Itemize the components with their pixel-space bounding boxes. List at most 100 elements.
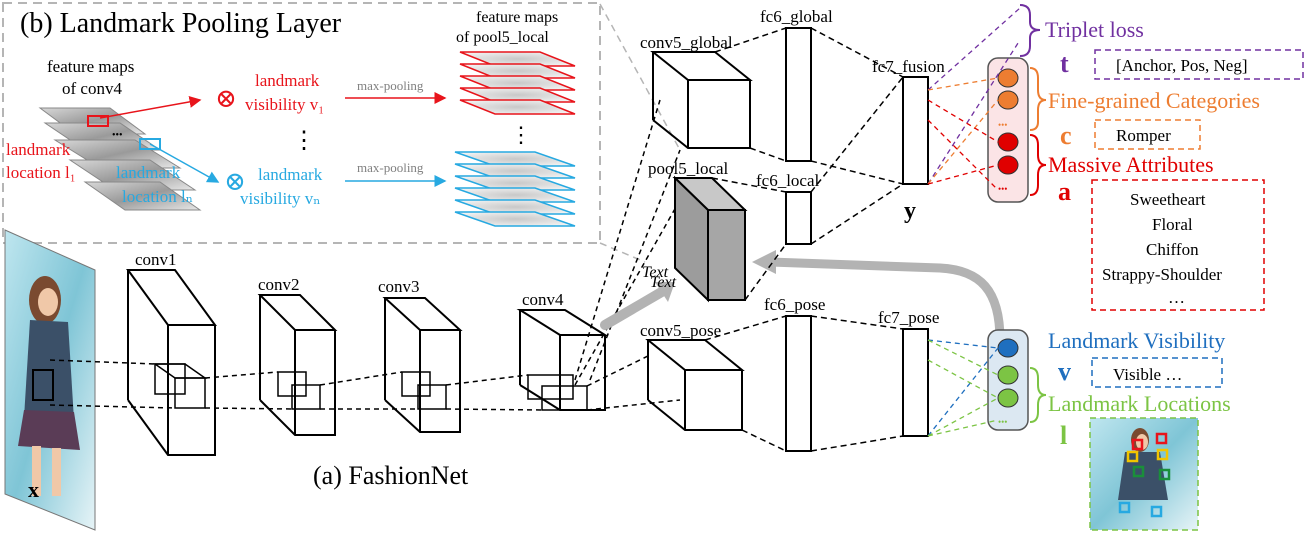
conv1-block: [126, 269, 217, 456]
triplet-loss-label: Triplet loss: [1045, 17, 1144, 42]
pooling-panel-border: [2, 2, 601, 244]
fc6-global-label: fc6_global: [760, 7, 833, 26]
input-label-x: x: [28, 477, 39, 502]
conv3-label: conv3: [378, 277, 420, 296]
attribute-item-3: Chiffon: [1146, 240, 1199, 259]
conv3-block: [382, 297, 463, 433]
conv2-label: conv2: [258, 275, 300, 294]
landmark-pooling-panel: (b) Landmark Pooling Layer feature maps …: [2, 2, 601, 244]
location-node-2: [997, 388, 1019, 408]
conv2-block: [257, 294, 338, 436]
attribute-item-2: Floral: [1152, 215, 1193, 234]
conv5-global-block: [650, 51, 753, 149]
locations-label: Landmark Locations: [1048, 391, 1231, 416]
categories-box-text: Romper: [1116, 126, 1171, 145]
fc6-pose-layer: [785, 315, 812, 452]
visibility-node: [997, 338, 1019, 358]
attributes-box: [1091, 179, 1265, 311]
output-label-y: y: [904, 198, 916, 224]
conv5-pose-block: [645, 339, 745, 431]
conv4-label: conv4: [522, 290, 564, 309]
panel-b-title: (b) Landmark Pooling Layer: [20, 8, 342, 39]
landmark-visibility-vN-line1: landmark: [258, 165, 323, 184]
category-node-dots: •••: [998, 120, 1007, 130]
conv4-ellipsis: •••: [112, 130, 123, 141]
conv4-maps-label-1: feature maps: [47, 57, 134, 76]
text-overlay-2: Text: [650, 274, 677, 291]
text-overlay-1: Text: [642, 264, 669, 281]
conv4-block: [516, 309, 609, 411]
fc6-local-label: fc6_local: [756, 171, 820, 190]
fc6-pose-label: fc6_pose: [764, 295, 825, 314]
pose-to-pool5-arrow: [769, 257, 1005, 341]
location-node-dots: •••: [998, 417, 1007, 427]
landmark-visibility-vN-line2: visibility vₙ: [240, 189, 321, 208]
category-node-2: [997, 90, 1019, 110]
attribute-item-1: Sweetheart: [1130, 190, 1206, 209]
visibility-letter: v: [1058, 357, 1071, 386]
triplet-brace: [1019, 4, 1041, 57]
pool5-vertical-ellipsis: ⋮: [510, 122, 532, 147]
max-pooling-label-1: max-pooling: [357, 78, 424, 93]
fc7-pose-layer: [902, 328, 929, 437]
fc7-fusion-label: fc7_fusion: [872, 57, 945, 76]
attribute-node-dots: •••: [998, 184, 1007, 194]
triplet-box-text: [Anchor, Pos, Neg]: [1116, 56, 1248, 75]
pool5-maps-label-2: of pool5_local: [456, 29, 549, 46]
categories-label: Fine-grained Categories: [1048, 88, 1260, 113]
pool5-local-label: pool5_local: [648, 159, 729, 178]
triplet-letter: t: [1060, 49, 1069, 78]
conv4-to-pool5-arrow: [600, 285, 670, 330]
pool5-red-maps: [459, 51, 576, 115]
categories-box: [1094, 119, 1201, 150]
landmark-visibility-v1-line2: visibility v₁: [245, 95, 324, 114]
pool5-maps-label-1: feature maps: [476, 9, 558, 26]
landmark-location-box-red: [87, 115, 109, 127]
otimes-bottom-icon: ⊗: [224, 167, 246, 196]
conv-dashed-links: [49, 99, 681, 411]
locations-letter: l: [1060, 421, 1067, 450]
attribute-brace: [1029, 134, 1047, 196]
fc6-local-layer: [785, 191, 812, 245]
conv4-maps-label-2: of conv4: [62, 79, 122, 98]
max-pooling-label-2: max-pooling: [357, 160, 424, 175]
category-brace: [1029, 67, 1047, 131]
fc6-global-layer: [785, 27, 812, 162]
attributes-letter: a: [1058, 177, 1071, 206]
category-node-1: [997, 68, 1019, 88]
visibility-box: [1091, 357, 1223, 388]
pool5-blue-maps: [454, 151, 576, 227]
panel-a-caption: (a) FashionNet: [313, 461, 469, 490]
otimes-top-icon: ⊗: [215, 84, 237, 113]
attribute-item-4: Strappy-Shoulder: [1102, 265, 1222, 284]
landmark-location-lN-line2: location lₙ: [122, 187, 193, 206]
vertical-ellipsis: ⋮: [292, 128, 316, 154]
triplet-box: [1094, 49, 1304, 80]
landmark-location-lN-line1: landmark: [116, 163, 181, 182]
attribute-node-2: [997, 155, 1019, 175]
conv5-global-label: conv5_global: [640, 33, 733, 52]
fusion-fanout: [927, 7, 1021, 191]
categories-letter: c: [1060, 121, 1072, 150]
attribute-node-1: [997, 132, 1019, 152]
pool5-local-block: [672, 175, 748, 303]
landmark-visibility-v1-line1: landmark: [255, 71, 320, 90]
attributes-label: Massive Attributes: [1048, 152, 1214, 177]
attribute-item-5: …: [1168, 288, 1185, 307]
pose-fanout: [927, 339, 999, 437]
landmark-location-box-blue: [139, 138, 161, 150]
landmark-location-l1-line1: landmark: [6, 140, 71, 159]
landmark-output-image: [1089, 417, 1199, 531]
landmark-location-l1-line2: location l₁: [6, 163, 76, 182]
fc7-fusion-layer: [902, 76, 929, 185]
conv1-label: conv1: [135, 250, 177, 269]
input-image: [4, 229, 96, 531]
conv5-pose-label: conv5_pose: [640, 321, 721, 340]
visibility-box-text: Visible …: [1113, 365, 1182, 384]
visibility-label: Landmark Visibility: [1048, 328, 1225, 353]
fc-dashed-links: [704, 27, 904, 452]
fc7-pose-label: fc7_pose: [878, 308, 939, 327]
location-brace: [1029, 367, 1047, 423]
location-node-1: [997, 365, 1019, 385]
